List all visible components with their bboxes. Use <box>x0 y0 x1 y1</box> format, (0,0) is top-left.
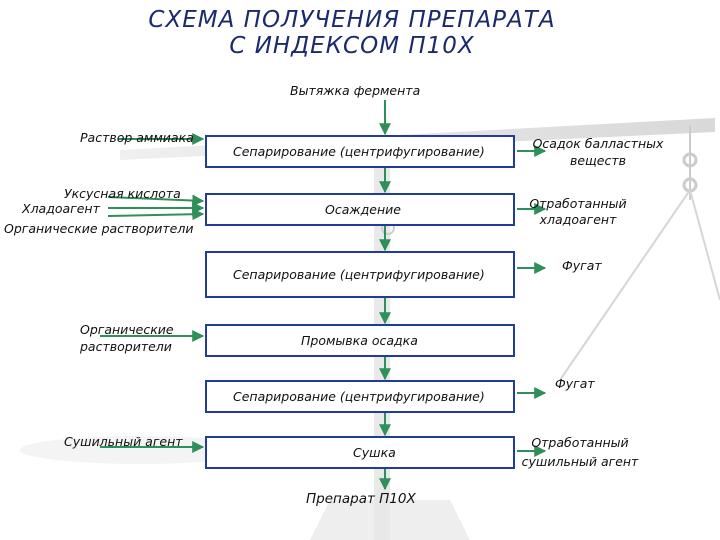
step-label: Сепарирование (центрифугирование) <box>233 144 485 159</box>
step-precipitation: Осаждение <box>205 193 515 226</box>
output-spent-coolant-line2: хладоагент <box>539 212 617 227</box>
step-drying: Сушка <box>205 436 515 469</box>
output-fugate-2: Фугат <box>555 376 595 391</box>
input-organic-solvents: Органические растворители <box>4 221 194 236</box>
step-separation-2: Сепарирование (центрифугирование) <box>205 251 515 298</box>
diagram-title-line2: С ИНДЕКСОМ П10Х <box>229 33 475 59</box>
step-separation-3: Сепарирование (центрифугирование) <box>205 380 515 413</box>
input-drying-agent: Сушильный агент <box>64 434 183 449</box>
input-coolant: Хладоагент <box>22 201 100 216</box>
output-ballast-line2: веществ <box>569 153 627 168</box>
diagram-title-line1: СХЕМА ПОЛУЧЕНИЯ ПРЕПАРАТА <box>148 7 556 33</box>
output-ballast-line1: Осадок балластных <box>532 136 664 151</box>
step-label: Сушка <box>353 445 396 460</box>
arrow-acid-in <box>107 194 205 207</box>
step-separation-1: Сепарирование (центрифугирование) <box>205 135 515 168</box>
extract-label: Вытяжка фермента <box>290 83 421 98</box>
input-organic-solvents-2-line1: Органические <box>80 322 174 337</box>
final-product: Препарат П10Х <box>306 491 416 507</box>
step-label: Осаждение <box>325 202 401 217</box>
input-acetic-acid: Уксусная кислота <box>64 186 181 201</box>
step-label: Сепарирование (центрифугирование) <box>233 389 485 404</box>
step-label: Сепарирование (центрифугирование) <box>233 267 485 282</box>
step-label: Промывка осадка <box>301 333 418 348</box>
output-fugate-1: Фугат <box>562 258 602 273</box>
input-organic-solvents-2-line2: растворители <box>80 339 172 354</box>
output-spent-drying-agent-line2: сушильный агент <box>521 454 639 469</box>
input-ammonia: Раствор аммиака <box>80 130 194 145</box>
output-spent-drying-agent-line1: Отработанный <box>531 435 629 450</box>
output-spent-coolant-line1: Отработанный <box>529 196 627 211</box>
arrow-solvents-in <box>107 208 205 221</box>
step-precipitate-wash: Промывка осадка <box>205 324 515 357</box>
